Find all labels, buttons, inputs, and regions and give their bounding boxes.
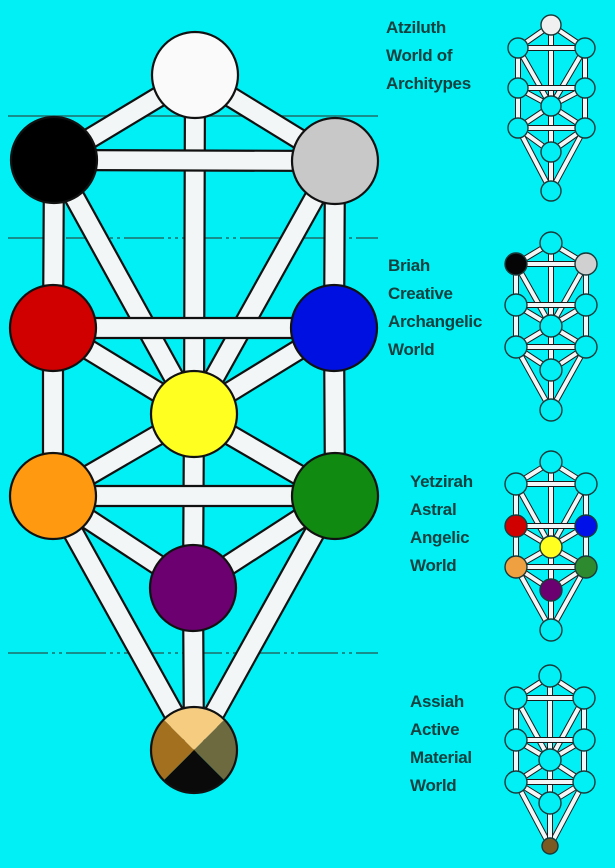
mini-sephirah-hod <box>504 770 528 794</box>
mini-tree-briah <box>504 231 598 422</box>
mini-tree-yetzirah <box>504 450 598 642</box>
world-label-line: World <box>410 776 457 795</box>
world-label-line: Archangelic <box>388 312 483 331</box>
mini-sephirah-binah <box>507 37 529 59</box>
sephirah-circle <box>290 116 380 206</box>
malkuth-quarter-left <box>151 719 194 781</box>
world-label-line: Briah <box>388 256 430 275</box>
mini-sephirah-netzach <box>572 770 596 794</box>
mini-sephirah-geburah <box>504 728 528 752</box>
sephirah-chokmah <box>290 116 380 206</box>
world-label-line: Active <box>410 720 460 739</box>
world-label-line: World of <box>386 46 453 65</box>
sephirah-yesod <box>148 543 238 633</box>
mini-sephirah-binah <box>504 472 528 496</box>
mini-sephirah-hod <box>504 555 528 579</box>
malkuth-quarter-top <box>163 707 225 750</box>
mini-sephirah-chokmah <box>574 252 598 276</box>
malkuth-quarter-bottom <box>163 750 225 793</box>
sephirah-circle <box>289 283 379 373</box>
sephirah-kether <box>150 30 240 120</box>
mini-sephirah-tiphareth <box>538 748 562 772</box>
sephirah-malkuth <box>149 705 239 795</box>
mini-sephirah-chokmah <box>572 686 596 710</box>
mini-sephirah-netzach <box>574 555 598 579</box>
mini-sephirah-chesed <box>574 514 598 538</box>
mini-sephirah-binah <box>504 252 528 276</box>
mini-sephirah-kether <box>539 450 563 474</box>
world-label-line: Creative <box>388 284 453 303</box>
mini-sephirah-chokmah <box>574 37 596 59</box>
sephirah-circle <box>9 115 99 205</box>
mini-tree-assiah <box>504 664 596 855</box>
mini-path <box>547 675 553 761</box>
mini-sephirah-chesed <box>574 77 596 99</box>
mini-path <box>548 242 554 327</box>
mini-sephirah-yesod <box>538 791 562 815</box>
mini-sephirah-kether <box>538 664 562 688</box>
sephirah-tiphareth <box>149 369 239 459</box>
mini-sephirah-netzach <box>574 335 598 359</box>
sephirah-outline <box>149 705 239 795</box>
sephirah-hod <box>8 451 98 541</box>
mini-sephirah-yesod <box>539 578 563 602</box>
mini-path <box>548 24 554 107</box>
mini-sephirah-chesed <box>574 293 598 317</box>
sephirah-circle <box>8 451 98 541</box>
mini-sephirah-geburah <box>504 514 528 538</box>
mini-sephirah-kether <box>540 14 562 36</box>
world-label-briah: Briah Creative Archangelic World <box>388 252 482 364</box>
world-label-line: Angelic <box>410 528 470 547</box>
world-label-assiah: Assiah Active Material World <box>410 688 472 800</box>
mini-sephirah-tiphareth <box>539 314 563 338</box>
mini-sephirah-chokmah <box>574 472 598 496</box>
world-label-yetzirah: Yetzirah Astral Angelic World <box>410 468 473 580</box>
mini-sephirah-yesod <box>539 358 563 382</box>
sephirah-circle <box>8 283 98 373</box>
mini-sephirah-tiphareth <box>539 535 563 559</box>
mini-trees <box>504 14 598 855</box>
mini-sephirah-binah <box>504 686 528 710</box>
world-label-line: Assiah <box>410 692 464 711</box>
world-label-line: Architypes <box>386 74 471 93</box>
world-label-line: World <box>388 340 435 359</box>
mini-tree-atziluth <box>507 14 596 202</box>
sephirah-circle <box>148 543 238 633</box>
sephirah-circle <box>150 30 240 120</box>
mini-sephirah-hod <box>507 117 529 139</box>
malkuth-quarter-right <box>194 719 237 781</box>
mini-sephirah-netzach <box>574 117 596 139</box>
mini-sephirah-kether <box>539 231 563 255</box>
mini-sephirah-yesod <box>540 141 562 163</box>
mini-sephirah-chesed <box>572 728 596 752</box>
mini-sephirah-malkuth <box>541 837 559 855</box>
sephirah-circle <box>149 369 239 459</box>
sephirah-circle <box>290 451 380 541</box>
mini-sephirah-malkuth <box>539 618 563 642</box>
world-label-line: Astral <box>410 500 457 519</box>
mini-path <box>548 461 554 548</box>
world-label-line: Atziluth <box>386 18 446 37</box>
mini-sephirah-geburah <box>504 293 528 317</box>
mini-sephirah-geburah <box>507 77 529 99</box>
mini-sephirah-malkuth <box>540 180 562 202</box>
main-tree-sephiroth <box>8 30 380 795</box>
world-label-line: Material <box>410 748 472 767</box>
sephirah-geburah <box>8 283 98 373</box>
world-label-line: World <box>410 556 457 575</box>
sephirah-binah <box>9 115 99 205</box>
sephirah-chesed <box>289 283 379 373</box>
sephirah-netzach <box>290 451 380 541</box>
mini-sephirah-malkuth <box>539 398 563 422</box>
mini-sephirah-tiphareth <box>540 95 562 117</box>
path-kether-tiphareth <box>182 73 207 416</box>
mini-sephirah-hod <box>504 335 528 359</box>
world-label-atziluth: Atziluth World of Architypes <box>386 14 471 98</box>
world-label-line: Yetzirah <box>410 472 473 491</box>
